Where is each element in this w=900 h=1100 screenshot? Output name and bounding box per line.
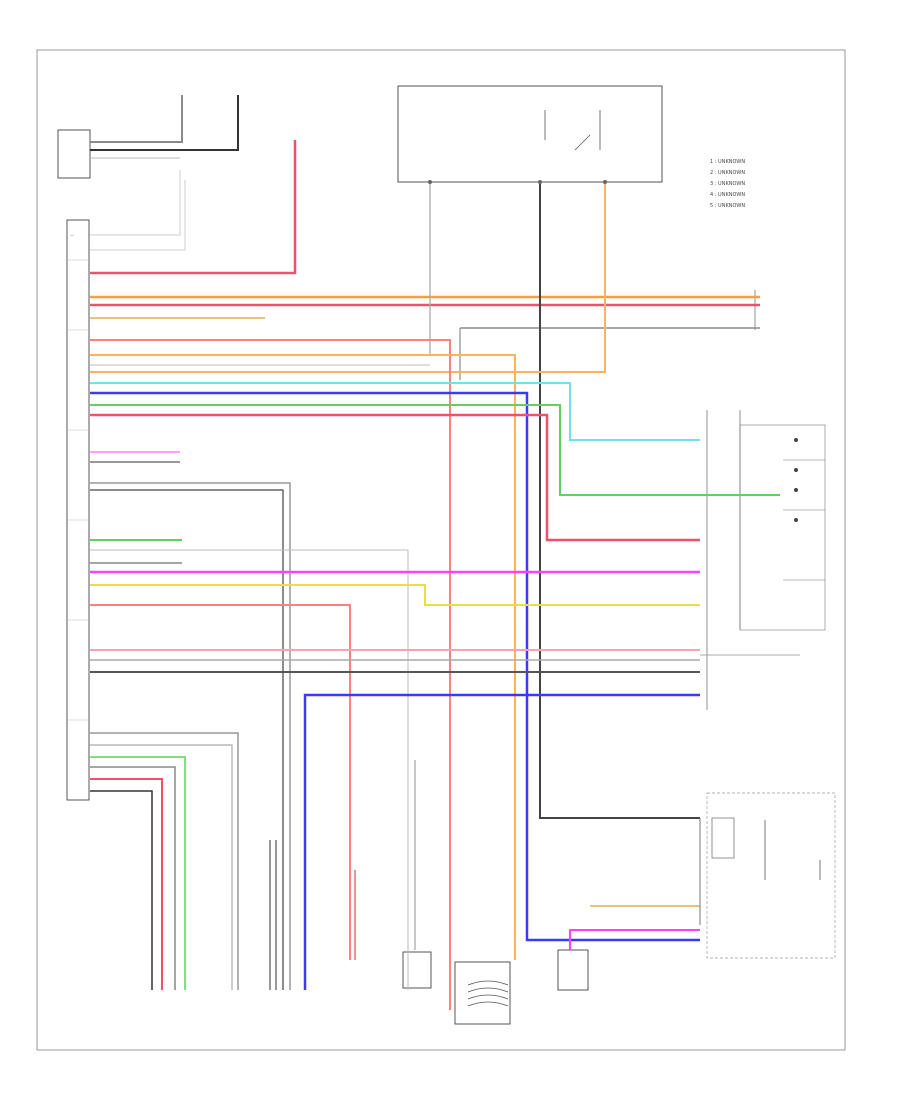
sensor-bottom-3: [557, 949, 589, 991]
sensor-coil: [467, 980, 509, 1007]
relay-details: [428, 110, 607, 184]
wire-bl-red: [90, 778, 163, 990]
wire-blue-2: [303, 693, 700, 990]
wire-magenta-br: [569, 929, 700, 950]
dashed-module-details: [711, 817, 821, 880]
main-connector-pins: —: [67, 233, 89, 721]
sensor-bottom-2: [454, 961, 511, 1025]
wire-orange-relay-right: [90, 182, 606, 373]
wire-gray-mid-2: [90, 482, 291, 990]
wire-blue-1: [90, 391, 700, 942]
right-block-details: [783, 438, 825, 581]
wire-gray-550: [90, 549, 409, 990]
wire-gray-mid-3: [90, 489, 284, 990]
legend-item-4: 4 : UNKNOWN: [710, 192, 745, 198]
legend-item-5: 5 : UNKNOWN: [710, 203, 745, 209]
wire-gray-top-4: [90, 170, 181, 236]
wire-bl-green: [90, 756, 186, 990]
wire-gray-top-5: [90, 180, 186, 251]
wire-red-3: [90, 413, 700, 542]
pin-label: —: [70, 233, 74, 238]
wire-bl-2: [90, 744, 233, 990]
right-connector-block: [739, 424, 826, 631]
wire-yellow: [90, 584, 700, 606]
legend-item-3: 3 : UNKNOWN: [710, 181, 745, 187]
wire-red-ig: [90, 140, 297, 275]
wire-gray-top-1: [90, 95, 183, 143]
wire-salmon: [90, 604, 351, 960]
wire-black-relay-mid: [539, 182, 700, 819]
sensor-bottom-1: [402, 951, 432, 989]
wire-green-1: [90, 404, 780, 496]
wire-pink-1: [90, 339, 451, 1010]
wire-bl-black: [90, 790, 153, 990]
wire-bl-1: [90, 732, 239, 990]
wire-cyan: [90, 382, 700, 441]
wire-black-top-2: [90, 95, 239, 151]
diagram-frame: [36, 49, 846, 1051]
module-top-left: [57, 129, 91, 179]
legend-item-2: 2 : UNKNOWN: [710, 170, 745, 176]
relay-box-top: [397, 85, 663, 183]
wires: [90, 95, 800, 1010]
right-dashed-module: [706, 792, 836, 959]
wire-bl-gray: [90, 766, 176, 990]
legend-item-1: 1 : UNKNOWN: [710, 159, 745, 165]
legend: 1 : UNKNOWN 2 : UNKNOWN 3 : UNKNOWN 4 : …: [710, 159, 745, 209]
wire-tan-long: [90, 354, 516, 960]
main-ecu-connector: [66, 219, 90, 801]
